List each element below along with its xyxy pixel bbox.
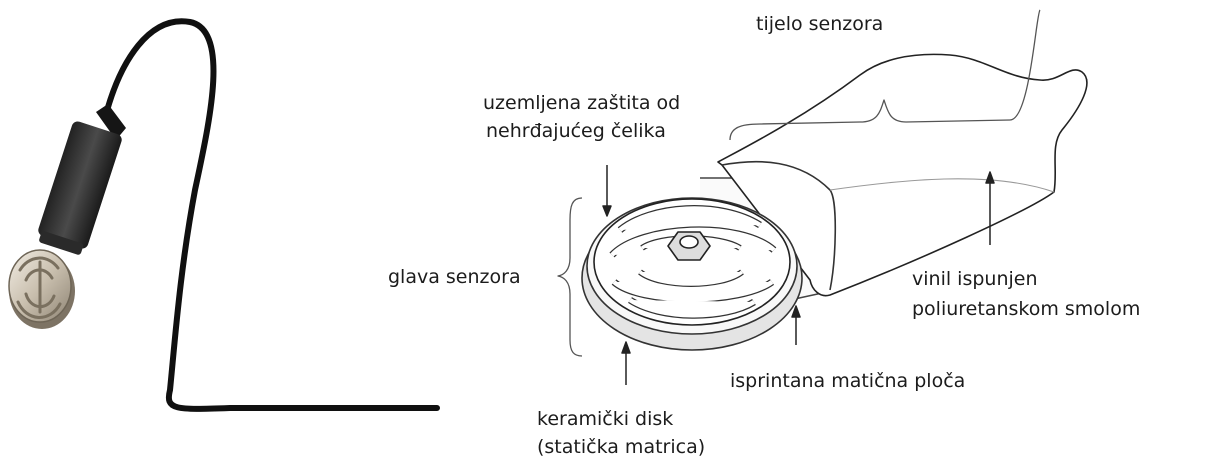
label-disk-line2: (statička matrica) xyxy=(537,434,705,460)
sensor-cable xyxy=(105,21,437,409)
diagram-sensor-head xyxy=(582,198,802,350)
label-shield-line2: nehrđajućeg čelika xyxy=(486,118,666,144)
label-vinyl-line1: vinil ispunjen xyxy=(912,266,1038,292)
label-shield-line1: uzemljena zaštita od xyxy=(483,90,680,116)
sensor-housing xyxy=(35,120,124,257)
brace-head xyxy=(558,198,582,356)
label-printed-board: isprintana matična ploča xyxy=(730,368,965,394)
sensor-photo xyxy=(9,21,437,409)
sensor-metal-disc xyxy=(9,250,75,329)
label-sensor-body: tijelo senzora xyxy=(756,11,883,37)
label-disk-line1: keramički disk xyxy=(537,406,673,432)
label-sensor-head: glava senzora xyxy=(388,264,521,290)
sensor-diagram xyxy=(558,10,1087,385)
label-vinyl-line2: poliuretanskom smolom xyxy=(912,296,1140,322)
